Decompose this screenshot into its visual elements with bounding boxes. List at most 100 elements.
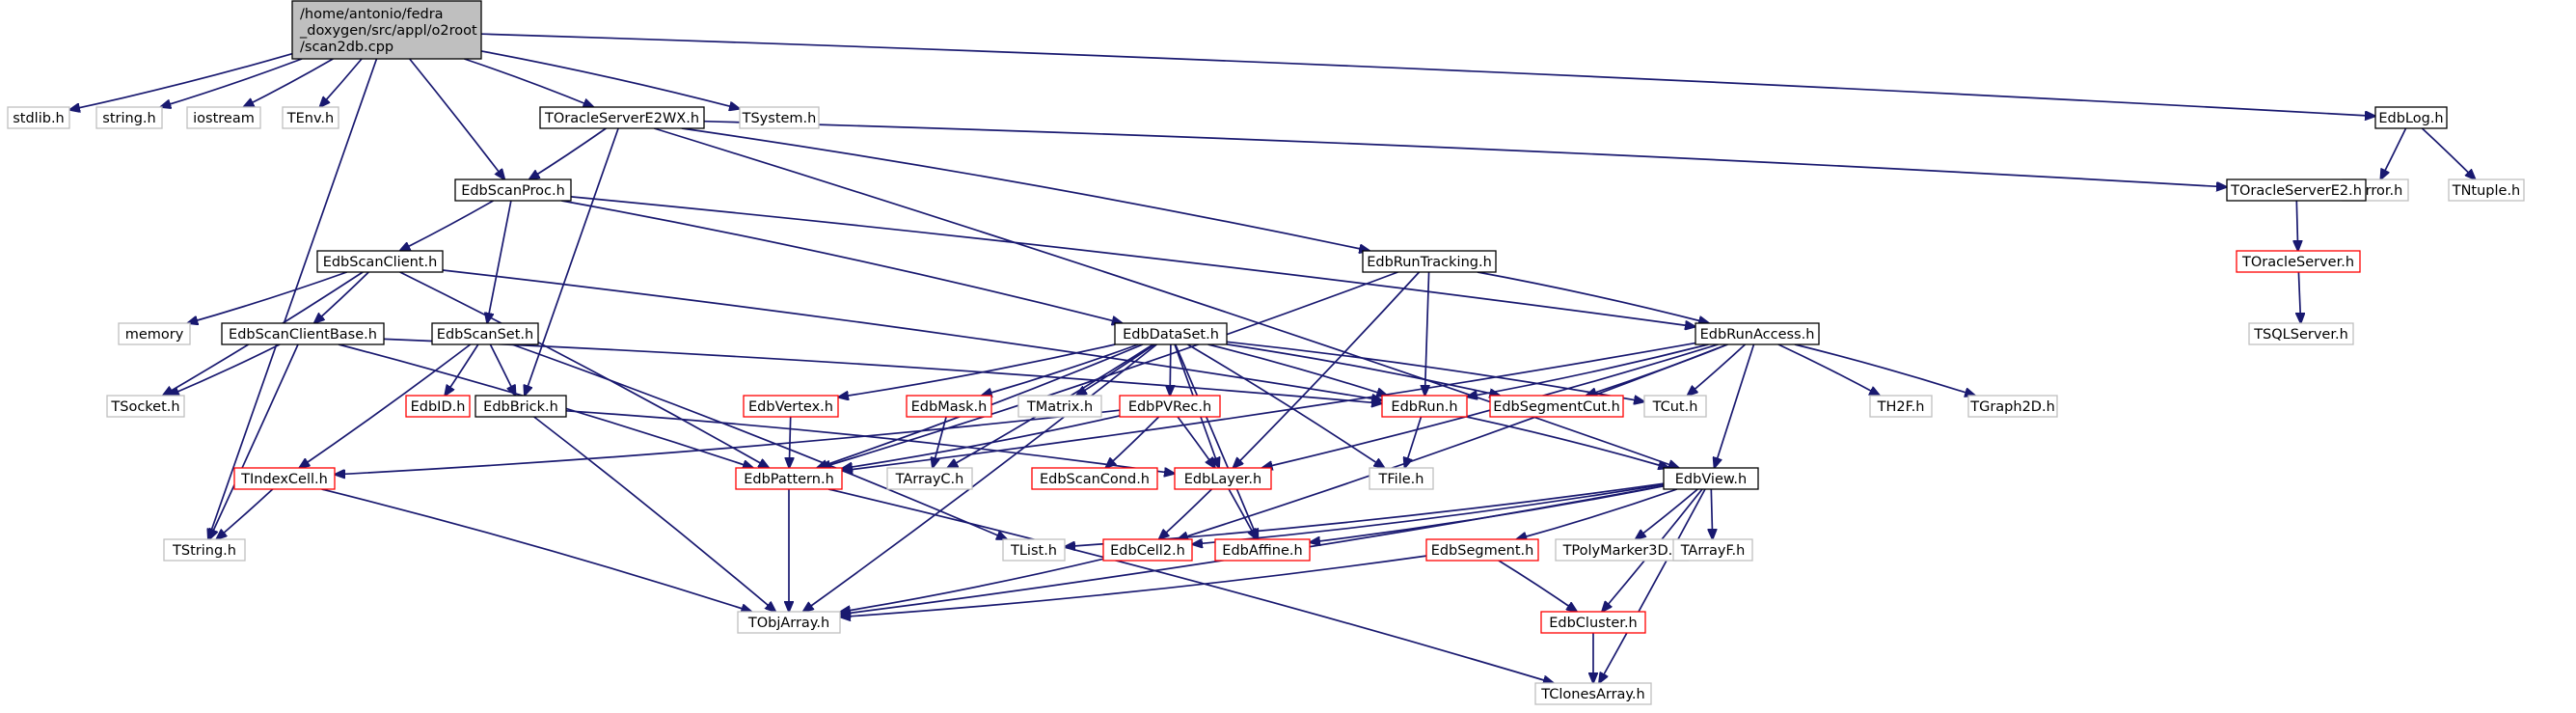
node-label: TArrayC.h xyxy=(895,472,964,487)
node-label: TOracleServerE2WX.h xyxy=(544,111,699,126)
edge-root-to-stdlib xyxy=(69,52,293,110)
edge-tindexcell-to-tstring xyxy=(216,488,274,539)
node-edbscanclient[interactable]: EdbScanClient.h xyxy=(316,250,444,273)
edge-edbpvrec-to-tindexcell xyxy=(335,409,1121,475)
node-label: /home/antonio/fedra xyxy=(300,7,444,22)
node-box xyxy=(1425,538,1539,562)
node-label: /scan2db.cpp xyxy=(300,40,393,55)
node-edbvertex[interactable]: EdbVertex.h xyxy=(743,395,839,418)
node-label: EdbScanCond.h xyxy=(1040,472,1150,487)
node-tenv: TEnv.h xyxy=(282,106,339,129)
node-edbruntracking[interactable]: EdbRunTracking.h xyxy=(1362,250,1497,273)
node-label: TSocket.h xyxy=(110,399,179,415)
edge-edbrun-to-tfile xyxy=(1405,416,1423,468)
node-label: EdbScanClientBase.h xyxy=(229,327,377,343)
node-toraclee2wx[interactable]: TOracleServerE2WX.h xyxy=(539,106,705,129)
node-box xyxy=(233,467,336,490)
node-toraclee2[interactable]: TOracleServerE2.h xyxy=(2226,178,2367,202)
edge-edbpvrec-to-edbscancond xyxy=(1105,416,1160,468)
node-toracleserver[interactable]: TOracleServer.h xyxy=(2236,250,2361,273)
edge-edbscanclient-to-edbrun xyxy=(442,269,1382,400)
edge-layer xyxy=(69,33,2476,683)
node-label: EdbRunTracking.h xyxy=(1367,255,1492,270)
node-label: TObjArray.h xyxy=(747,616,829,631)
edge-edbview-to-tclonesarray xyxy=(1599,488,1706,683)
node-tclonesarray: TClonesArray.h xyxy=(1534,682,1652,705)
node-stdlib: stdlib.h xyxy=(7,106,70,129)
node-edbmask[interactable]: EdbMask.h xyxy=(906,395,992,418)
node-box xyxy=(431,322,539,345)
edge-edbrunaccess-to-edbpattern xyxy=(842,342,1696,471)
node-tsocket: TSocket.h xyxy=(106,395,185,418)
node-edbdataset[interactable]: EdbDataSet.h xyxy=(1114,322,1228,345)
edge-edbview-to-edbaffine xyxy=(1310,484,1665,542)
node-box xyxy=(743,395,839,418)
edge-edbdataset-to-edbvertex xyxy=(838,343,1116,398)
node-edbrunaccess[interactable]: EdbRunAccess.h xyxy=(1695,322,1820,345)
node-label: EdbLog.h xyxy=(2378,111,2443,126)
edge-edbscanproc-to-edbrunaccess xyxy=(570,196,1695,327)
node-label: EdbScanProc.h xyxy=(461,183,565,199)
node-label: TFile.h xyxy=(1378,472,1424,487)
node-edblog[interactable]: EdbLog.h xyxy=(2374,106,2448,129)
node-edbid[interactable]: EdbID.h xyxy=(405,395,471,418)
node-label: EdbCell2.h xyxy=(1110,543,1185,559)
node-tarrayf: TArrayF.h xyxy=(1672,538,1753,562)
edge-edbdataset-to-tobjarray xyxy=(803,343,1157,612)
node-edbsegmentcut[interactable]: EdbSegmentCut.h xyxy=(1489,395,1624,418)
node-edblayer[interactable]: EdbLayer.h xyxy=(1174,467,1272,490)
node-box xyxy=(1489,395,1624,418)
node-layer: /home/antonio/fedra_doxygen/src/appl/o2r… xyxy=(7,0,2525,705)
edge-edbscanclientbase-to-edbrun xyxy=(383,338,1382,403)
node-label: EdbCluster.h xyxy=(1549,616,1638,631)
edge-tindexcell-to-tobjarray xyxy=(321,488,752,612)
node-edbscanproc[interactable]: EdbScanProc.h xyxy=(454,178,572,202)
node-label: EdbBrick.h xyxy=(483,399,558,415)
node-box xyxy=(282,106,339,129)
node-edbcluster[interactable]: EdbCluster.h xyxy=(1540,611,1646,634)
node-box xyxy=(1369,467,1434,490)
node-label: EdbRun.h xyxy=(1391,399,1457,415)
node-edbview[interactable]: EdbView.h xyxy=(1663,467,1759,490)
node-label: EdbAffine.h xyxy=(1222,543,1302,559)
node-box xyxy=(118,322,191,345)
node-edbpattern[interactable]: EdbPattern.h xyxy=(735,467,843,490)
node-edbscancond[interactable]: EdbScanCond.h xyxy=(1031,467,1158,490)
node-box xyxy=(1002,538,1066,562)
node-edbrun[interactable]: EdbRun.h xyxy=(1381,395,1468,418)
node-box xyxy=(2448,178,2525,202)
node-edbaffine[interactable]: EdbAffine.h xyxy=(1214,538,1311,562)
node-label: TSystem.h xyxy=(742,111,817,126)
node-edbsegment[interactable]: EdbSegment.h xyxy=(1425,538,1539,562)
node-box xyxy=(906,395,992,418)
node-tstring: TString.h xyxy=(163,538,246,562)
node-edbbrick[interactable]: EdbBrick.h xyxy=(475,395,567,418)
node-tgraph2d: TGraph2D.h xyxy=(1967,395,2058,418)
node-edbscanset[interactable]: EdbScanSet.h xyxy=(431,322,539,345)
node-root[interactable]: /home/antonio/fedra_doxygen/src/appl/o2r… xyxy=(291,0,482,60)
node-label: EdbScanSet.h xyxy=(437,327,533,343)
node-edbscanclientbase[interactable]: EdbScanClientBase.h xyxy=(221,322,385,345)
edge-edblayer-to-edbcell2 xyxy=(1159,488,1212,539)
edge-edbmask-to-tarrayc xyxy=(933,416,947,468)
edge-edbrunaccess-to-edbrun xyxy=(1467,343,1709,397)
node-edbcell2[interactable]: EdbCell2.h xyxy=(1102,538,1193,562)
edge-root-to-iostream xyxy=(243,58,334,107)
node-box xyxy=(739,106,820,129)
node-box xyxy=(316,250,444,273)
edge-edbdataset-to-tmatrix xyxy=(1076,343,1155,396)
edge-edbpattern-to-tclonesarray xyxy=(827,488,1554,683)
edge-toracleserver-to-tsqlserver xyxy=(2298,271,2300,323)
node-label: TCut.h xyxy=(1652,399,1698,415)
node-label: TGraph2D.h xyxy=(1969,399,2055,415)
edge-edbscanclient-to-memory xyxy=(187,271,347,323)
node-box xyxy=(475,395,567,418)
node-edbpvrec[interactable]: EdbPVRec.h xyxy=(1119,395,1221,418)
node-tindexcell[interactable]: TIndexCell.h xyxy=(233,467,336,490)
edge-edbdataset-to-edbrun xyxy=(1207,343,1388,396)
edge-toraclee2wx-to-edbbrick xyxy=(525,127,619,396)
node-box xyxy=(1174,467,1272,490)
node-label: EdbMask.h xyxy=(911,399,988,415)
node-label: TOracleServerE2.h xyxy=(2230,183,2362,199)
node-tfile: TFile.h xyxy=(1369,467,1434,490)
